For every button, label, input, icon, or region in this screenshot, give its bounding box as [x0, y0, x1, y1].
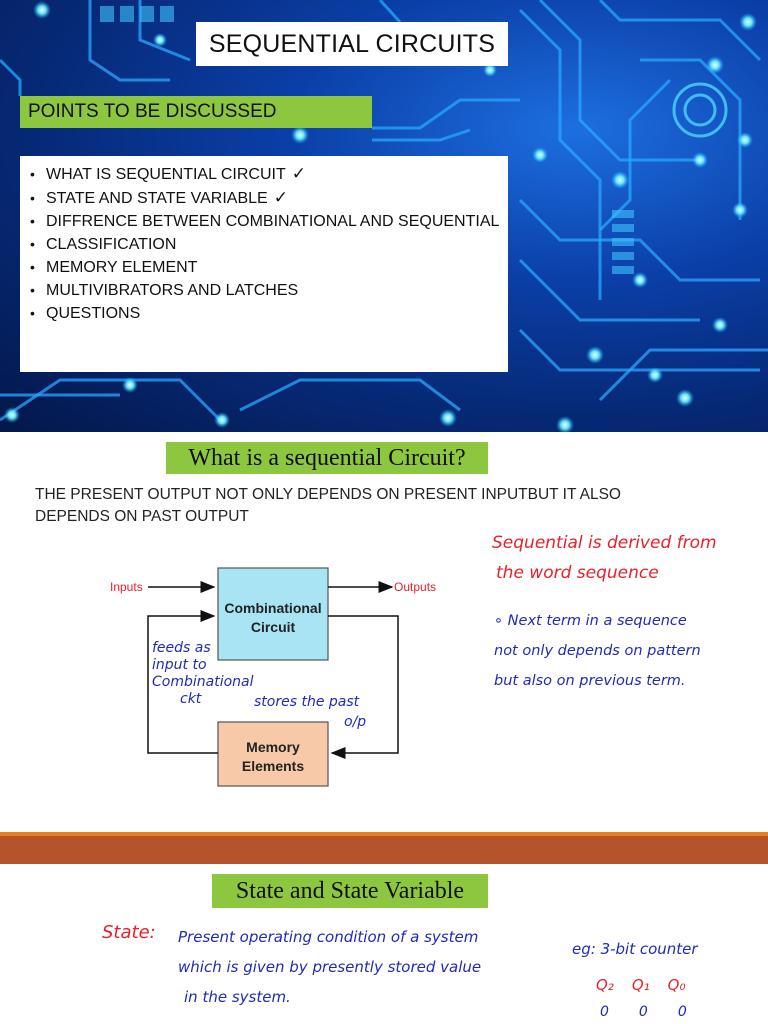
circuit-board-background [0, 0, 768, 432]
handwritten-next-term-note: ∘ Next term in a sequence not only depen… [494, 606, 701, 696]
counter-value: 0 [677, 1004, 687, 1020]
slide-3-title: State and State Variable [212, 874, 488, 908]
list-item: • CLASSIFICATION [30, 233, 508, 256]
note-line: ∘ Next term in a sequence [494, 613, 687, 629]
slide-separator-band [0, 836, 768, 864]
slide-1-title-box: SEQUENTIAL CIRCUITS [196, 22, 508, 66]
mem-label-line1: Memory [246, 739, 300, 755]
mem-label-line2: Elements [242, 758, 304, 774]
note-line: not only depends on pattern [494, 643, 701, 659]
list-item-text: MEMORY ELEMENT [46, 259, 198, 276]
bullet-icon: • [30, 282, 35, 298]
slide-1-title: SEQUENTIAL CIRCUITS POINTS TO BE DISCUSS… [0, 0, 768, 432]
sequential-circuit-diagram: Combinational Circuit Memory Elements In… [110, 567, 436, 787]
note-line: Sequential is derived from [492, 533, 717, 553]
points-heading-text: POINTS TO BE DISCUSSED [28, 101, 277, 122]
list-item-text: STATE AND STATE VARIABLE [46, 190, 268, 207]
list-item: • WHAT IS SEQUENTIAL CIRCUIT ✓ [30, 162, 508, 186]
memory-elements-box [217, 721, 329, 787]
bullet-icon: • [30, 259, 35, 275]
list-item: • MULTIVIBRATORS AND LATCHES [30, 279, 508, 302]
counter-var: Q₀ [667, 976, 686, 994]
checkmark-icon: ✓ [291, 164, 306, 183]
outputs-label: Outputs [394, 580, 436, 594]
slide-3-title-text: State and State Variable [235, 877, 465, 904]
note-line: but also on previous term. [494, 673, 686, 689]
slide-2-title-text: What is a sequential Circuit? [188, 444, 466, 471]
list-item: • MEMORY ELEMENT [30, 256, 508, 279]
list-item: • DIFFRENCE BETWEEN COMBINATIONAL AND SEQ… [30, 210, 508, 233]
memory-to-input-arrow [147, 610, 218, 754]
comb-label-line2: Circuit [251, 619, 296, 635]
bullet-icon: • [30, 213, 35, 229]
counter-variables: Q₂ Q₁ Q₀ [596, 976, 685, 994]
slide-separator-top [0, 832, 768, 836]
note-line: input to [152, 657, 207, 673]
handwritten-stores-note: stores the past o/p [254, 692, 366, 732]
list-item-text: CLASSIFICATION [46, 236, 177, 253]
counter-var: Q₂ [596, 976, 614, 994]
note-line: Present operating condition of a system [178, 928, 479, 946]
definition-text: THE PRESENT OUTPUT NOT ONLY DEPENDS ON P… [35, 486, 621, 525]
note-line: stores the past [254, 694, 360, 710]
slide-1-title-text: SEQUENTIAL CIRCUITS [208, 29, 496, 58]
list-item-text: WHAT IS SEQUENTIAL CIRCUIT [46, 166, 286, 183]
list-item-text: MULTIVIBRATORS AND LATCHES [46, 282, 299, 299]
state-definition: Present operating condition of a system … [178, 922, 481, 1012]
comb-label-line1: Combinational [224, 600, 321, 616]
note-line: the word sequence [496, 563, 659, 583]
list-item-text: DIFFRENCE BETWEEN COMBINATIONAL AND SEQU… [46, 213, 500, 230]
example-label: eg: 3-bit counter [572, 940, 698, 958]
output-to-memory-arrow [328, 615, 399, 759]
slide-3-state-variable: State and State Variable State: Present … [0, 864, 768, 1024]
note-line: Combinational [152, 674, 254, 690]
counter-value: 0 [600, 1004, 609, 1020]
note-line: which is given by presently stored value [178, 958, 482, 976]
list-item: • QUESTIONS [30, 302, 508, 325]
bullet-icon: • [30, 190, 35, 206]
counter-values: 0 0 0 [600, 1004, 687, 1020]
slide-2-sequential-circuit: What is a sequential Circuit? THE PRESEN… [0, 432, 768, 832]
slide-2-title: What is a sequential Circuit? [166, 442, 488, 474]
bullet-icon: • [30, 305, 35, 321]
handwritten-derived-note: Sequential is derived from the word sequ… [492, 528, 717, 588]
list-item-text: QUESTIONS [46, 305, 141, 322]
note-line: o/p [344, 714, 367, 730]
points-heading-bar: POINTS TO BE DISCUSSED [20, 96, 372, 128]
points-list: • WHAT IS SEQUENTIAL CIRCUIT ✓ • STATE AND … [20, 156, 508, 372]
bullet-icon: • [30, 166, 35, 182]
note-line: ckt [180, 691, 202, 707]
note-line: in the system. [184, 988, 291, 1006]
note-line: feeds as [152, 640, 211, 656]
inputs-label: Inputs [110, 580, 143, 594]
handwritten-feeds-note: feeds as input to Combinational ckt [152, 640, 254, 708]
state-label: State: [102, 922, 156, 943]
list-item: • STATE AND STATE VARIABLE ✓ [30, 186, 508, 210]
bullet-icon: • [30, 236, 35, 252]
combinational-circuit-box [217, 567, 329, 661]
counter-value: 0 [638, 1004, 648, 1020]
counter-var: Q₁ [631, 976, 650, 994]
checkmark-icon: ✓ [273, 188, 288, 207]
